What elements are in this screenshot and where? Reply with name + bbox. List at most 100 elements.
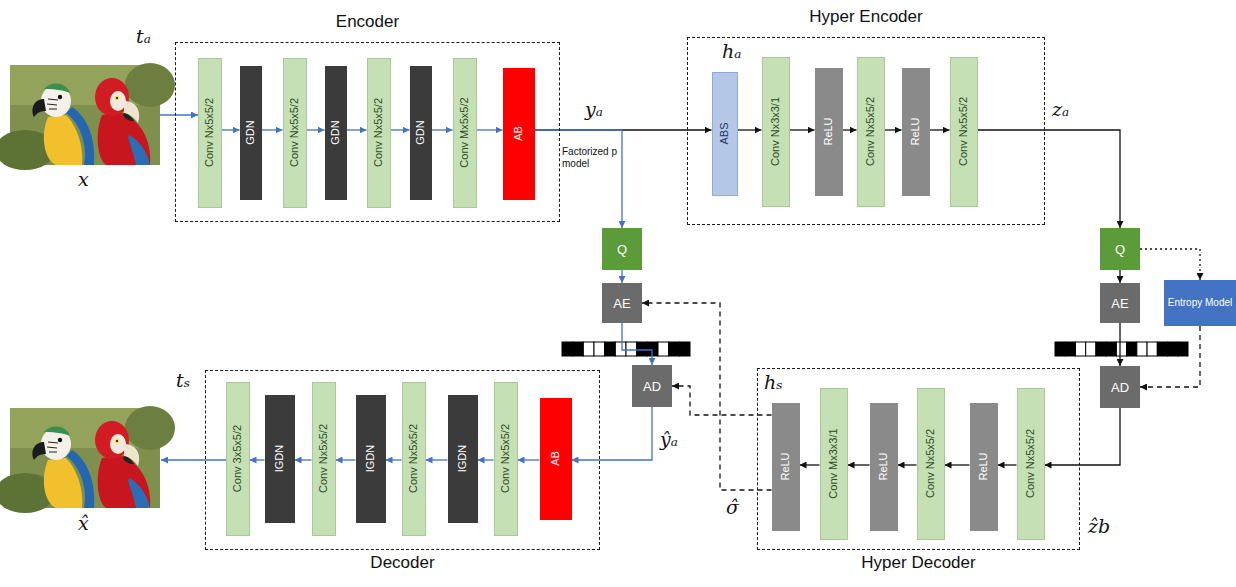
relu-layer: ReLU [870,403,898,531]
bit-cell [573,342,584,356]
connector-arrow [250,459,265,460]
signal-label: ẑb [1088,515,1110,537]
layer-label: ReLU [909,117,922,145]
box-label: AE [613,296,630,311]
connector-arrow [386,459,402,460]
conv-layer: Conv 3x5x5/2 [226,382,250,536]
layer-label: IGDN [456,445,469,473]
box-label: Q [617,242,627,257]
conv-layer: Conv Nx5x5/2 [857,57,885,207]
conv-layer: Conv Nx5x5/2 [312,382,336,536]
signal-label: x̂ [78,512,89,534]
connector-arrow [800,464,820,465]
conv-layer: Conv Nx5x5/2 [198,58,222,208]
layer-label: IGDN [273,445,286,473]
layer-label: Conv Nx5x5/2 [957,97,970,166]
connector-arrow [843,129,857,130]
bit-cell [1127,342,1137,356]
signal-label: ŷₐ [660,428,678,450]
layer-label: IGDN [364,445,377,473]
gdn-layer: GDN [325,66,347,200]
layer-label: Conv Nx5x5/2 [1024,429,1037,498]
bit-cell [658,342,669,356]
bit-cell [669,342,680,356]
bit-cell [1157,342,1167,356]
layer-label: Conv Nx5x5/2 [203,98,216,167]
layer-label: Conv Nx5x5/2 [372,98,385,167]
layer-label: GDN [414,120,427,144]
connector-arrow [898,464,917,465]
gdn-layer: GDN [240,66,262,200]
quantizer-box: Q [1100,228,1140,270]
relu-layer: ReLU [815,68,843,196]
bit-cell [626,342,637,356]
bit-cell [1075,342,1085,356]
connector-arrow [1140,326,1200,387]
connector-arrow [572,407,653,460]
connector-arrow [295,459,312,460]
layer-label: Conv Nx5x5/2 [407,424,420,493]
layer-label: Conv Nx5x5/2 [864,97,877,166]
module-symbol: hₛ [764,371,783,393]
module-frame: EncodertₐConv Nx5x5/2GDNConv Nx5x5/2GDNC… [175,42,560,222]
relu-layer: ReLU [970,403,998,531]
connector-arrow [347,129,367,130]
module-title: Hyper Encoder [809,7,922,26]
conv-layer: Conv Nx5x5/2 [1017,388,1045,540]
module-title: Encoder [336,12,399,31]
coder-box: AE [602,283,642,323]
bit-cell [1096,342,1106,356]
module-frame: Hyper EncoderhₐABSConv Nx3x3/1ReLUConv N… [687,37,1045,225]
gdn-layer: GDN [410,66,432,200]
connector-arrow [1045,408,1121,465]
layer-label: Conv Mx3x3/1 [827,428,840,498]
bit-cell [647,342,658,356]
conv-layer: Conv Nx5x5/2 [367,58,391,208]
bit-cell [1086,342,1096,356]
layer-label: Conv Nx5x5/2 [924,429,937,498]
connector-arrow [1119,270,1120,283]
layer-label: Conv Nx5x5/2 [288,98,301,167]
coder-box: AD [632,365,672,407]
connector-arrow [518,459,540,460]
connector-arrow [930,129,950,130]
connector-arrow [307,129,325,130]
gdn-layer: IGDN [265,395,295,523]
layer-label: Conv Mx5x5/2 [458,97,471,167]
abs-layer: ABS [712,72,738,196]
conv-layer: Conv Nx3x3/1 [762,57,790,207]
connector-arrow [848,464,870,465]
layer-label: ReLU [779,452,792,480]
connector-arrow [621,270,622,283]
conv-layer: Conv Nx5x5/2 [402,382,426,536]
connector-arrow [426,459,448,460]
bit-cell [562,342,573,356]
connector-arrow [262,129,283,130]
gdn-layer: IGDN [356,395,386,523]
connector-arrow [336,459,356,460]
layer-label: Conv Nx5x5/2 [317,424,330,493]
module-symbol: tₐ [136,25,151,47]
gdn-layer: IGDN [448,395,478,523]
module-symbol: tₛ [176,369,190,391]
connector-arrow [432,129,453,130]
module-frame: DecodertₛConv 3x5x5/2IGDNConv Nx5x5/2IGD… [205,370,600,550]
connector-arrow [391,129,410,130]
connector-arrow [535,130,623,228]
signal-label: zₐ [1052,98,1069,120]
bit-cell [594,342,605,356]
conv-layer: Conv Nx5x5/2 [950,57,978,207]
output-arrow [161,459,226,460]
conv-layer: Conv Mx3x3/1 [820,388,848,540]
bit-cell [1065,342,1075,356]
bit-cell [1116,342,1126,356]
conv-layer: Conv Nx5x5/2 [917,388,945,540]
conv-layer: Conv Mx5x5/2 [453,58,477,208]
layer-label: GDN [329,120,342,144]
box-label: AD [643,379,661,394]
box-label: Entropy Model [1168,297,1232,309]
connector-arrow [1119,323,1120,366]
layer-label: ABS [718,122,731,144]
connector-arrow [1140,249,1200,280]
input-arrow [160,114,198,115]
